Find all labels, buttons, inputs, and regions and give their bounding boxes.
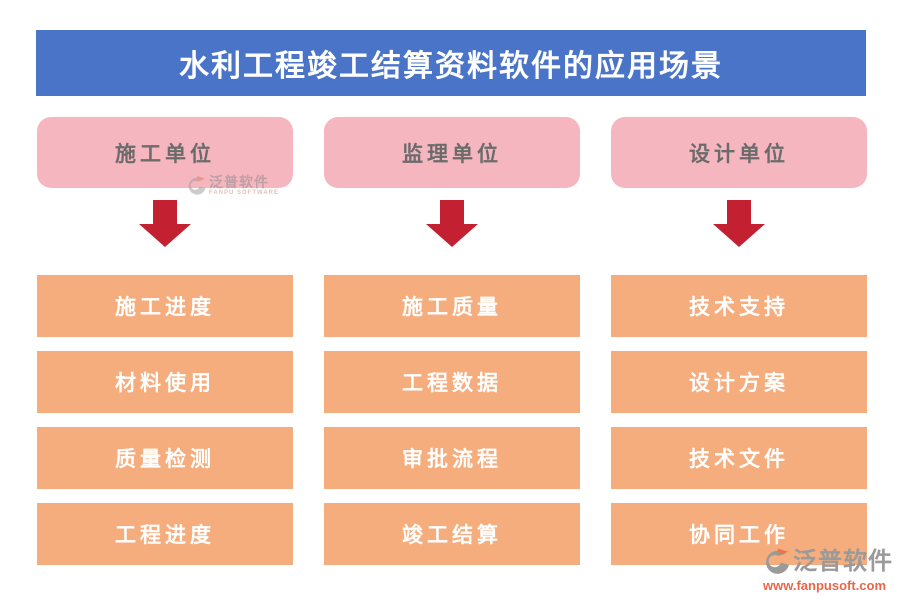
item-label: 技术文件 [689,447,789,471]
item-box: 审批流程 [324,427,580,489]
column-supervision-unit: 监理单位 施工质量 工程数据 审批流程 竣工结算 [324,117,580,579]
watermark-brand: 泛普软件 [208,174,269,190]
footer-brand-logo: 泛普软件 www.fanpusoft.com [761,547,893,592]
item-label: 协同工作 [689,523,789,547]
column-header-label: 监理单位 [402,141,502,166]
item-label: 工程数据 [402,371,502,395]
page-title: 水利工程竣工结算资料软件的应用场景 [179,50,723,83]
column-design-unit: 设计单位 技术支持 设计方案 技术文件 协同工作 [611,117,867,579]
item-label: 设计方案 [689,371,789,395]
item-box: 协同工作 [611,503,867,565]
fanpu-logo-icon [766,548,789,574]
footer-brand-name: 泛普软件 [793,549,893,575]
item-box: 设计方案 [611,351,867,413]
item-box: 工程数据 [324,351,580,413]
down-arrow-icon [426,200,478,247]
column-header-design-unit: 设计单位 [611,117,867,188]
item-label: 施工进度 [115,295,215,319]
fanpu-logo-icon [188,176,206,195]
item-label: 工程进度 [115,523,215,547]
item-box: 竣工结算 [324,503,580,565]
item-label: 审批流程 [402,447,502,471]
watermark-brand-sub: FANPU SOFTWARE [208,190,279,196]
column-construction-unit: 施工单位 泛普软件 FANPU SOFTWARE 施工进度 [37,117,293,579]
column-header-supervision-unit: 监理单位 [324,117,580,188]
columns-container: 施工单位 泛普软件 FANPU SOFTWARE 施工进度 [37,117,867,579]
arrow-wrap [713,200,765,247]
arrow-wrap [426,200,478,247]
column-header-construction-unit: 施工单位 泛普软件 FANPU SOFTWARE [37,117,293,196]
item-box: 技术支持 [611,275,867,337]
item-label: 技术支持 [689,295,789,319]
down-arrow-icon [139,200,191,247]
item-box: 工程进度 [37,503,293,565]
item-label: 竣工结算 [402,523,502,547]
column-header-label: 施工单位 [115,141,215,166]
down-arrow-icon [713,200,765,247]
item-label: 质量检测 [115,447,215,471]
item-box: 材料使用 [37,351,293,413]
footer-brand-url: www.fanpusoft.com [763,578,887,593]
item-box: 施工进度 [37,275,293,337]
watermark-logo: 泛普软件 FANPU SOFTWARE [186,175,279,197]
title-banner: 水利工程竣工结算资料软件的应用场景 [36,30,866,96]
item-label: 施工质量 [402,295,502,319]
column-header-label: 设计单位 [689,141,789,166]
item-label: 材料使用 [115,371,215,395]
arrow-wrap [139,200,191,247]
item-box: 施工质量 [324,275,580,337]
item-box: 质量检测 [37,427,293,489]
item-box: 技术文件 [611,427,867,489]
